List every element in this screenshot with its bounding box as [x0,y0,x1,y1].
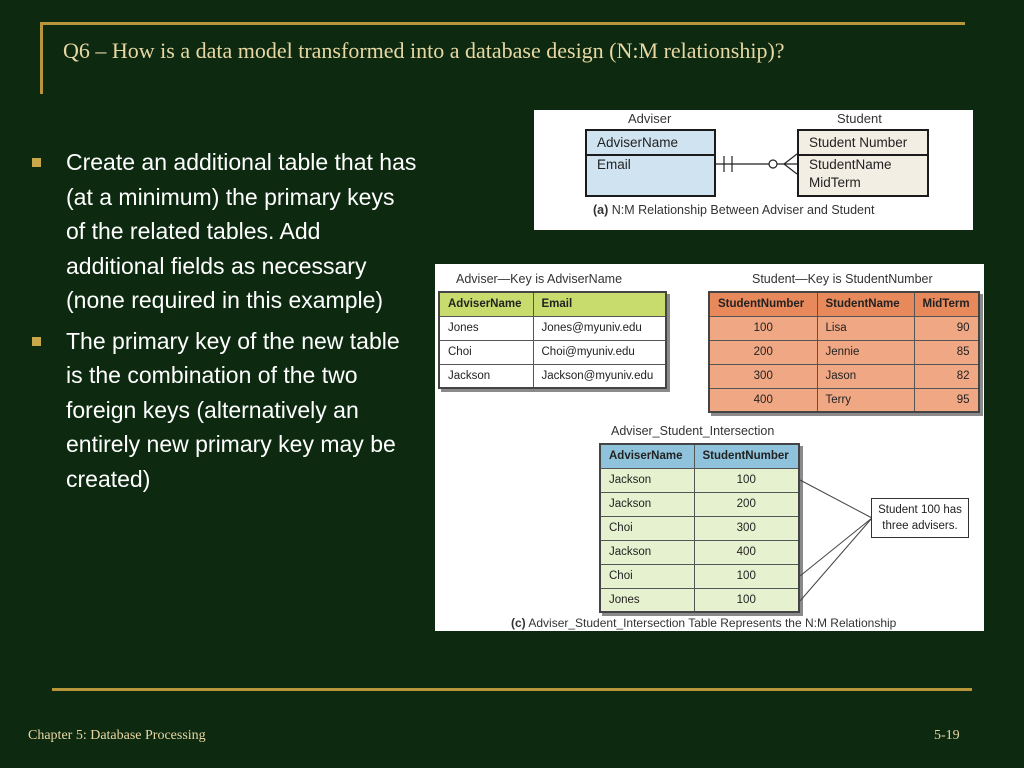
intersection-table-caption: Adviser_Student_Intersection [611,424,775,438]
adviser-entity-box: AdviserName Email [585,129,716,197]
table-cell: 300 [708,363,818,389]
bullet-text: The primary key of the new table is the … [66,327,400,492]
erd-figure: Adviser Student AdviserName Email Studen… [534,110,973,230]
slide-title: Q6 – How is a data model transformed int… [63,38,785,63]
table-cell: Jones [599,587,695,613]
adviser-entity-label: Adviser [628,111,672,126]
left-border-line [40,22,43,94]
table-row: Choi 100 [599,563,800,589]
column-header: AdviserName [599,443,695,469]
table-cell: Jones@myuniv.edu [532,315,667,341]
table-cell: 100 [693,467,800,493]
figure-a-caption: (a) N:M Relationship Between Adviser and… [593,203,874,217]
bullet-list: Create an additional table that has (at … [30,145,420,502]
erd-field: MidTerm [809,175,861,190]
table-cell: 200 [708,339,818,365]
footer-page-number: 5-19 [934,728,960,743]
caption-letter: (c) [511,616,526,630]
erd-field: StudentName [809,157,892,172]
top-border-line [40,22,965,25]
tables-figure: Adviser—Key is AdviserName Student—Key i… [435,264,984,631]
table-cell: 100 [693,563,800,589]
table-cell: Jason [816,363,915,389]
table-header-row: StudentNumber StudentName MidTerm [708,291,980,317]
figure-c-caption: (c) Adviser_Student_Intersection Table R… [511,616,896,630]
student-table-caption: Student—Key is StudentNumber [752,272,933,286]
table-cell: 90 [913,315,980,341]
table-cell: 85 [913,339,980,365]
bullet-text: Create an additional table that has (at … [66,149,417,313]
table-cell: 400 [708,387,818,413]
erd-field: Student Number [809,135,908,150]
bottom-border-line [52,688,972,691]
table-cell: Jackson [438,363,534,389]
student-entity-box: Student Number StudentName MidTerm [797,129,929,197]
table-header-row: AdviserName Email [438,291,667,317]
caption-text: N:M Relationship Between Adviser and Stu… [611,203,875,217]
column-header: StudentName [816,291,915,317]
column-header: Email [532,291,667,317]
table-row: 400 Terry 95 [708,387,980,413]
table-header-row: AdviserName StudentNumber [599,443,800,469]
intersection-table: AdviserName StudentNumber Jackson 100 Ja… [599,443,800,613]
table-cell: 100 [693,587,800,613]
table-row: 300 Jason 82 [708,363,980,389]
table-cell: 300 [693,515,800,541]
table-cell: Jennie [816,339,915,365]
table-row: 200 Jennie 85 [708,339,980,365]
table-cell: Jackson@myuniv.edu [532,363,667,389]
footer-chapter: Chapter 5: Database Processing [28,728,206,743]
table-cell: Jackson [599,491,695,517]
table-cell: Choi@myuniv.edu [532,339,667,365]
erd-field: Email [597,157,631,172]
entity-divider [587,154,714,156]
table-row: Jackson 100 [599,467,800,493]
callout-line: three advisers. [882,520,958,532]
table-cell: 100 [708,315,818,341]
table-row: 100 Lisa 90 [708,315,980,341]
table-row: Choi 300 [599,515,800,541]
square-bullet-icon [32,336,41,346]
table-row: Jones Jones@myuniv.edu [438,315,667,341]
student-entity-label: Student [837,111,882,126]
callout-pointer-lines [799,479,873,602]
table-cell: Jackson [599,539,695,565]
student-table: StudentNumber StudentName MidTerm 100 Li… [708,291,980,413]
adviser-table-caption: Adviser—Key is AdviserName [456,272,623,286]
callout-line: Student 100 has [878,504,962,516]
bullet-item: Create an additional table that has (at … [30,145,420,318]
table-row: Jackson 400 [599,539,800,565]
relationship-connector [716,153,797,175]
callout-box: Student 100 has three advisers. [871,498,969,538]
caption-text: Adviser_Student_Intersection Table Repre… [528,616,897,630]
entity-divider [799,154,927,156]
adviser-table: AdviserName Email Jones Jones@myuniv.edu… [438,291,667,389]
table-cell: 95 [913,387,980,413]
column-header: StudentNumber [708,291,818,317]
table-cell: Choi [599,515,695,541]
column-header: AdviserName [438,291,534,317]
table-row: Jackson Jackson@myuniv.edu [438,363,667,389]
table-cell: Choi [599,563,695,589]
caption-letter: (a) [593,203,609,217]
square-bullet-icon [32,158,41,167]
table-row: Jackson 200 [599,491,800,517]
table-cell: Terry [816,387,915,413]
bullet-item: The primary key of the new table is the … [30,324,420,497]
table-row: Jones 100 [599,587,800,613]
erd-field: AdviserName [597,135,679,150]
